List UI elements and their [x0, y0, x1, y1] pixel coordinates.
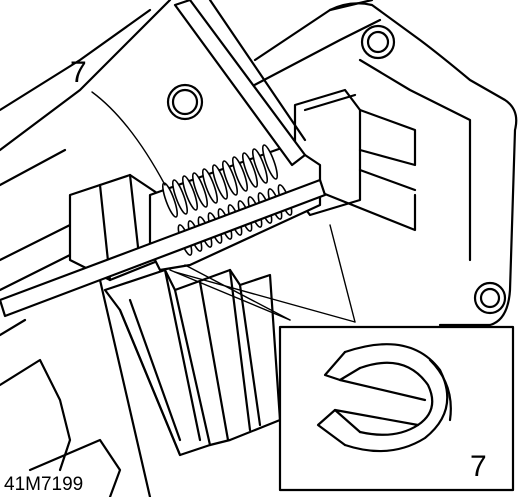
selector-rod: [0, 178, 327, 318]
tool-blade: [173, 0, 307, 167]
figure-code: 41M7199: [4, 474, 84, 495]
callout-leader-main: [91, 91, 166, 186]
magnifier-lines: [169, 224, 356, 323]
callout-label-inset: 7: [470, 450, 487, 483]
callout-label-main: 7: [70, 56, 87, 89]
inset-panel: [278, 325, 515, 492]
spring-upper: [161, 144, 279, 218]
mounting-holes: [166, 24, 507, 315]
split-ring-detail: [316, 343, 452, 453]
gear-stack: [98, 268, 282, 497]
